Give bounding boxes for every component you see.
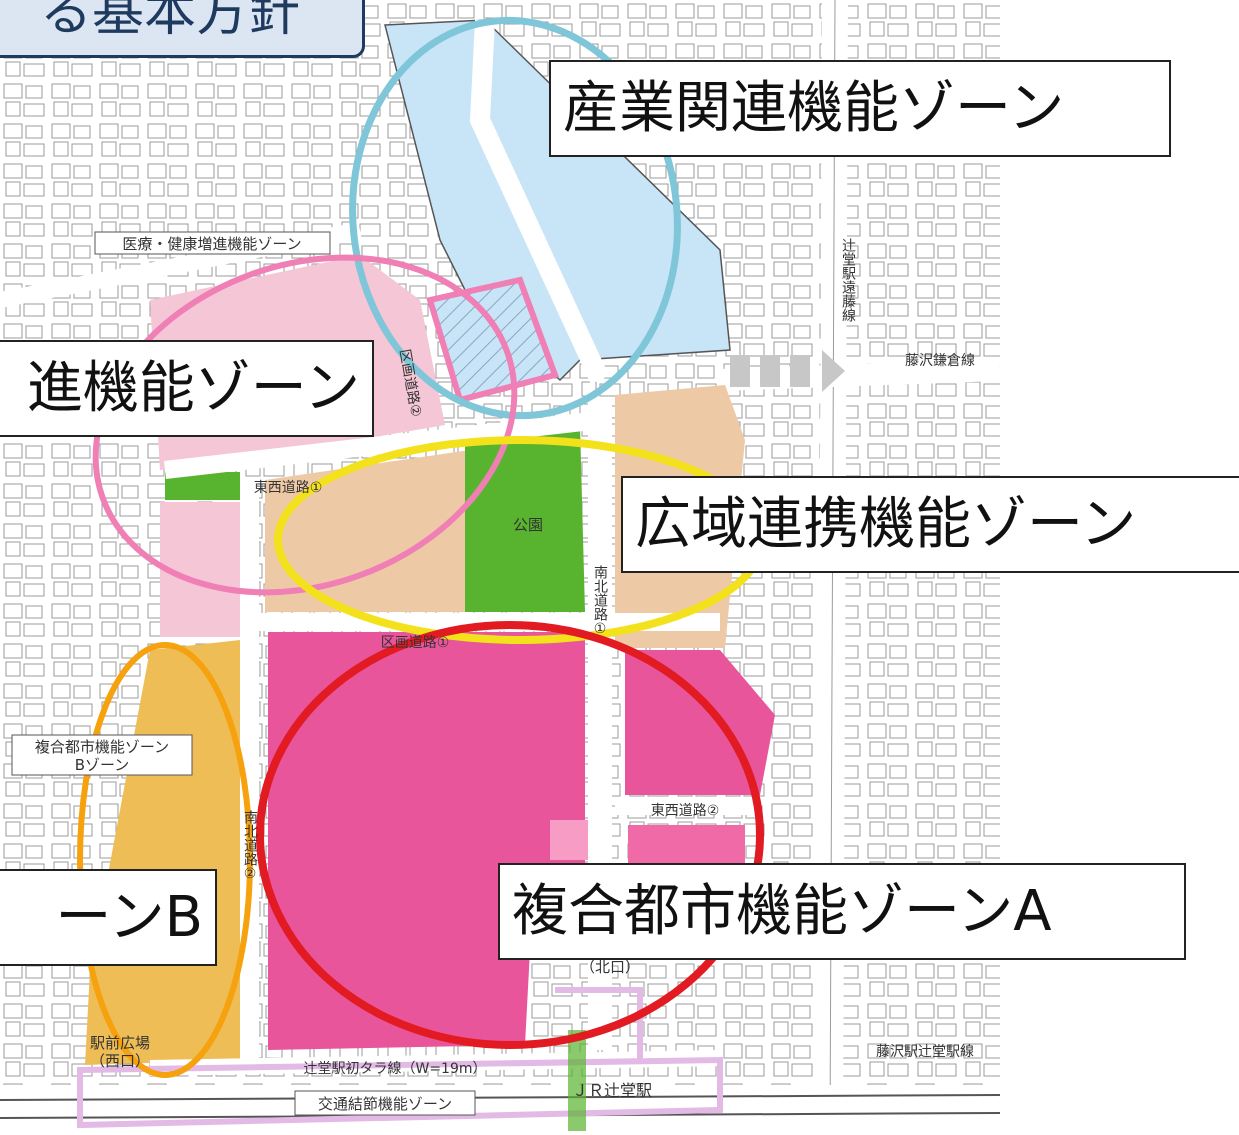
callout-complex-b-text: ーンB [55, 884, 203, 950]
ns-road-2-label: 南北道路② [242, 810, 258, 882]
station-square-label-2: （西口） [90, 1052, 150, 1070]
callout-health-text: 進機能ゾーン [26, 355, 360, 421]
park-area [465, 425, 585, 612]
callout-complex-a-text: 複合都市機能ゾーンA [512, 878, 1052, 944]
page-title-box: る基本方針 [0, 0, 365, 58]
complex-b-map-label-line1: 複合都市機能ゾーン [35, 738, 169, 756]
callout-regional-zone: 広域連携機能ゾーン [621, 476, 1239, 573]
ns-road-1-label: 南北道路① [592, 565, 608, 637]
complex-a-ring [256, 621, 764, 1049]
callout-complex-b-zone: ーンB [0, 869, 217, 966]
callout-health-zone: 進機能ゾーン [0, 340, 374, 437]
ew-road-1-label: 東西道路① [254, 480, 323, 496]
north-exit-label: （北口） [580, 958, 640, 976]
tsujido-endo-line-label: 辻堂駅遠藤線 [840, 238, 856, 322]
tsujido-hatsu-line-label: 辻堂駅初タラ線（W=19m） [303, 1060, 486, 1077]
station-square-label-1: 駅前広場 [90, 1034, 150, 1052]
medical-zone-label: 医療・健康増進機能ゾーン [122, 235, 301, 253]
callout-industry-text: 産業関連機能ゾーン [563, 75, 1065, 141]
direction-arrow-icon [822, 350, 845, 392]
transit-zone-outline [77, 1056, 723, 1129]
health-ring [92, 254, 518, 596]
fujisawa-tsujido-line-label: 藤沢駅辻堂駅線 [876, 1044, 974, 1060]
industry-ring [349, 16, 681, 420]
hatched-parcel [426, 276, 559, 404]
page-title: る基本方針 [39, 0, 300, 43]
callout-complex-a-zone: 複合都市機能ゾーンA [498, 863, 1186, 960]
ew-road-2-label: 東西道路② [651, 803, 720, 819]
callout-industry-zone: 産業関連機能ゾーン [549, 60, 1171, 157]
complex-b-map-label-line2: Bゾーン [75, 756, 130, 774]
complex-b-ring [77, 642, 253, 1078]
callout-regional-text: 広域連携機能ゾーン [635, 491, 1137, 557]
transit-zone-label: 交通結節機能ゾーン [318, 1095, 452, 1113]
district-road-1-label: 区画道路① [381, 635, 450, 651]
complex-a-zone-east [625, 650, 775, 795]
park-label: 公園 [513, 516, 543, 534]
fujisawa-kamakura-line-label: 藤沢鎌倉線 [905, 353, 975, 369]
jr-station-label: ＪＲ辻堂駅 [572, 1081, 652, 1100]
